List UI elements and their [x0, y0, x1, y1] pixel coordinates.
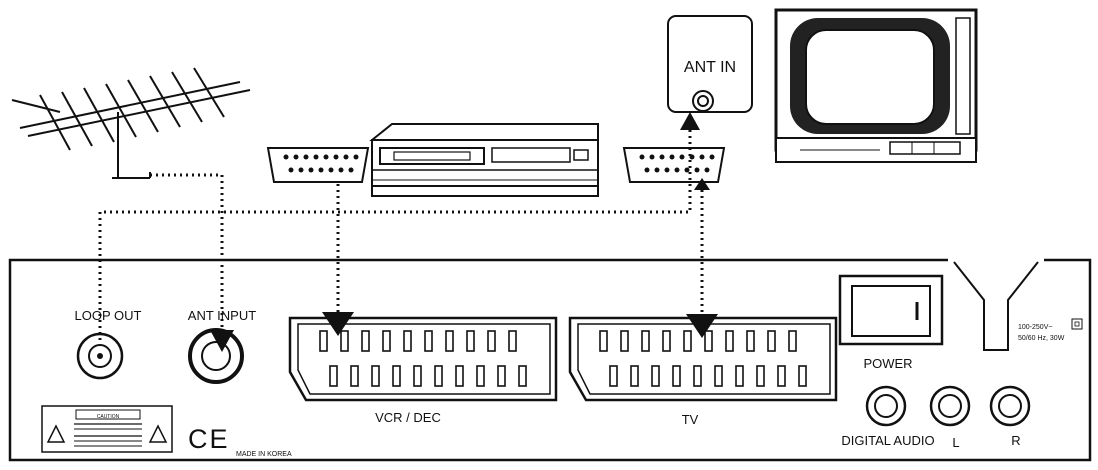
power-spec-line-2: 50/60 Hz, 30W — [1018, 335, 1065, 342]
audio-l-label: L — [952, 435, 959, 450]
arrow-vcr-dec-icon — [322, 312, 354, 336]
ant-in-socket-icon — [692, 90, 714, 112]
arrow-ant-in-icon — [680, 112, 700, 130]
arrow-tv-icon — [686, 314, 718, 338]
loop-out-label: LOOP OUT — [75, 308, 142, 323]
connection-cables — [98, 120, 704, 340]
digital-audio-label: DIGITAL AUDIO — [841, 433, 934, 448]
audio-r-jack[interactable] — [989, 385, 1031, 427]
vcr-dec-label: VCR / DEC — [375, 410, 441, 425]
antenna-icon — [11, 67, 251, 179]
power-spec-line-1: 100-250V~ — [1018, 324, 1052, 331]
ce-mark: CE — [188, 424, 230, 454]
tv-icon — [774, 8, 978, 163]
digital-audio-jack[interactable] — [865, 385, 907, 427]
arrow-ant-input-icon — [210, 330, 234, 352]
tv-label: TV — [682, 412, 699, 427]
ant-in-label: ANT IN — [684, 59, 736, 76]
arrowheads — [210, 112, 718, 352]
vcr-dec-scart-socket[interactable] — [288, 316, 558, 402]
power-switch[interactable] — [838, 274, 944, 346]
vcr-icon — [369, 123, 599, 197]
ant-in-box: ANT IN — [667, 15, 753, 113]
arrow-tv-scart-up-icon — [694, 178, 710, 190]
loop-out-connector[interactable] — [76, 332, 124, 380]
power-spec: 100-250V~ 50/60 Hz, 30W — [1018, 318, 1083, 342]
audio-l-jack[interactable] — [929, 385, 971, 427]
made-in-korea: MADE IN KOREA — [236, 451, 292, 458]
power-label: POWER — [863, 356, 912, 371]
caution-label: CAUTION — [41, 405, 173, 453]
scart-plug-vcr-icon — [266, 147, 370, 183]
scart-plug-tv-icon — [622, 147, 726, 183]
ant-input-label: ANT INPUT — [188, 308, 256, 323]
warning-triangle-icon — [46, 424, 66, 443]
caution-title: CAUTION — [97, 414, 120, 420]
warning-triangle-icon-right — [148, 424, 168, 443]
audio-r-label: R — [1011, 433, 1020, 448]
tv-scart-socket[interactable] — [568, 316, 838, 402]
